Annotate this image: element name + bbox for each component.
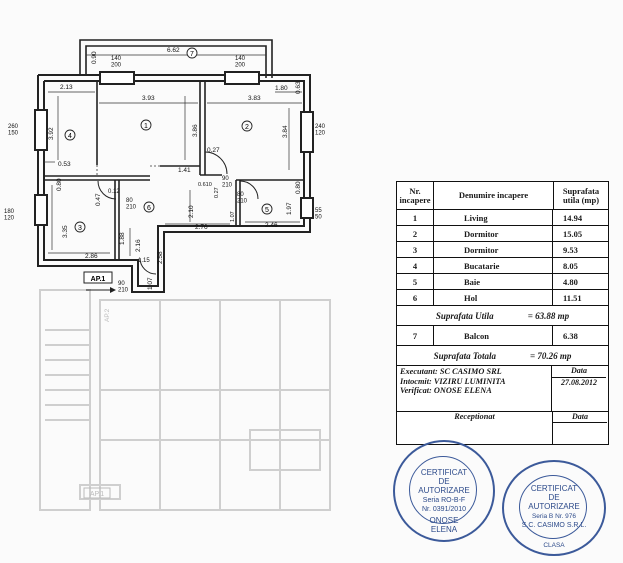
svg-text:AP.1: AP.1 (91, 276, 106, 283)
dashed-lines (96, 165, 160, 176)
dim-286: 2.86 (85, 253, 98, 260)
table-header: Nr. incapere Denumire incapere Suprafata… (397, 182, 608, 210)
receptionat-label: Receptionat (397, 412, 553, 444)
room-4-label: 4 (64, 129, 76, 141)
usable-area-sum: Suprafata Utila = 63.88 mp (397, 306, 608, 326)
authorization-stamp-1: CERTIFICAT DE AUTORIZARE Seria RO-B-F Nr… (393, 440, 495, 542)
total-area-sum: Suprafata Totala = 70.26 mp (397, 346, 608, 366)
dim-392: 3.92 (48, 127, 55, 140)
dim-383: 3.83 (248, 95, 261, 102)
reception-date-header: Data (553, 412, 607, 423)
room-1-label: 1 (140, 119, 152, 131)
room-3-label: 3 (74, 221, 86, 233)
reception-block: Receptionat Data (397, 412, 608, 444)
apartment-side-label: AP.2 (104, 308, 111, 322)
dim-080b: 0.80 (295, 181, 302, 194)
dimension-lines (44, 54, 302, 256)
dim-393: 3.93 (142, 95, 155, 102)
verificat-line: Verificat: ONOSE ELENA (400, 386, 492, 395)
dim-210: 2.10 (188, 205, 195, 218)
dim-107: 1.07 (147, 277, 154, 290)
dim-335: 3.35 (62, 225, 69, 238)
executant-block: Executant: SC CASIMO SRL Intocmit: VIZIR… (397, 366, 608, 412)
dim-386: 3.86 (192, 124, 199, 137)
apartment-label-faint: AP.1 (90, 491, 104, 498)
svg-text:2: 2 (245, 124, 249, 131)
faded-lower-plan (39, 289, 331, 511)
dim-063: 0.63 (295, 81, 302, 94)
date-value: 27.08.2012 (561, 378, 597, 387)
dim-180: 1.80 (275, 85, 288, 92)
dim-027: 0.27 (207, 147, 220, 154)
dim-216: 2.16 (135, 239, 142, 252)
room-labels: 1 2 3 4 5 6 7 (64, 47, 273, 233)
svg-text:4: 4 (68, 133, 72, 140)
room-5-label: 5 (261, 203, 273, 215)
dim-090: 0.90 (91, 51, 98, 64)
svg-text:6: 6 (147, 205, 151, 212)
dim-246: 2.46 (265, 222, 278, 229)
dim-053: 0.53 (58, 161, 71, 168)
dim-188: 1.88 (119, 232, 126, 245)
dim-141: 1.41 (178, 167, 191, 174)
authorization-stamp-2: CERTIFICAT DE AUTORIZARE Seria B Nr. 976… (502, 460, 606, 556)
dim-213: 2.13 (60, 84, 73, 91)
date-header: Data (552, 366, 606, 378)
dim-115: 1.15 (138, 258, 150, 264)
header-nr: Nr. incapere (397, 182, 434, 209)
svg-text:3: 3 (78, 225, 82, 232)
svg-text:7: 7 (190, 51, 194, 58)
balcony-outline (79, 39, 273, 78)
dim-107b: 1.07 (230, 211, 236, 222)
dim-197: 1.97 (286, 202, 293, 215)
svg-text:5: 5 (265, 207, 269, 214)
room-2-label: 2 (241, 120, 253, 132)
interior-walls (44, 81, 304, 260)
dim-0610: 0.610 (198, 182, 212, 188)
apartment-label: AP.1 AP.1 AP.2 (83, 271, 116, 499)
exterior-walls (34, 71, 314, 293)
dim-012: 0.12 (108, 189, 120, 195)
dim-384: 3.84 (282, 125, 289, 138)
room-6-label: 6 (143, 201, 155, 213)
room-7-label: 7 (186, 47, 198, 59)
dim-276: 2.76 (195, 224, 208, 231)
header-area: Suprafata utila (mp) (562, 185, 600, 205)
dim-258: 2.58 (157, 251, 164, 264)
dim-047: 0.47 (95, 193, 102, 206)
dim-080a: 0.80 (56, 178, 63, 191)
door-arcs (97, 151, 259, 275)
intocmit-line: Intocmit: VIZIRU LUMINITA (400, 376, 506, 386)
dim-027b: 0.27 (214, 187, 220, 198)
dim-top-balcony: 6.62 (167, 47, 180, 54)
executant-line: Executant: SC CASIMO SRL (400, 367, 502, 376)
header-name: Denumire incapere (434, 182, 554, 209)
area-table: Nr. incapere Denumire incapere Suprafata… (396, 181, 609, 445)
svg-text:1: 1 (144, 123, 148, 130)
